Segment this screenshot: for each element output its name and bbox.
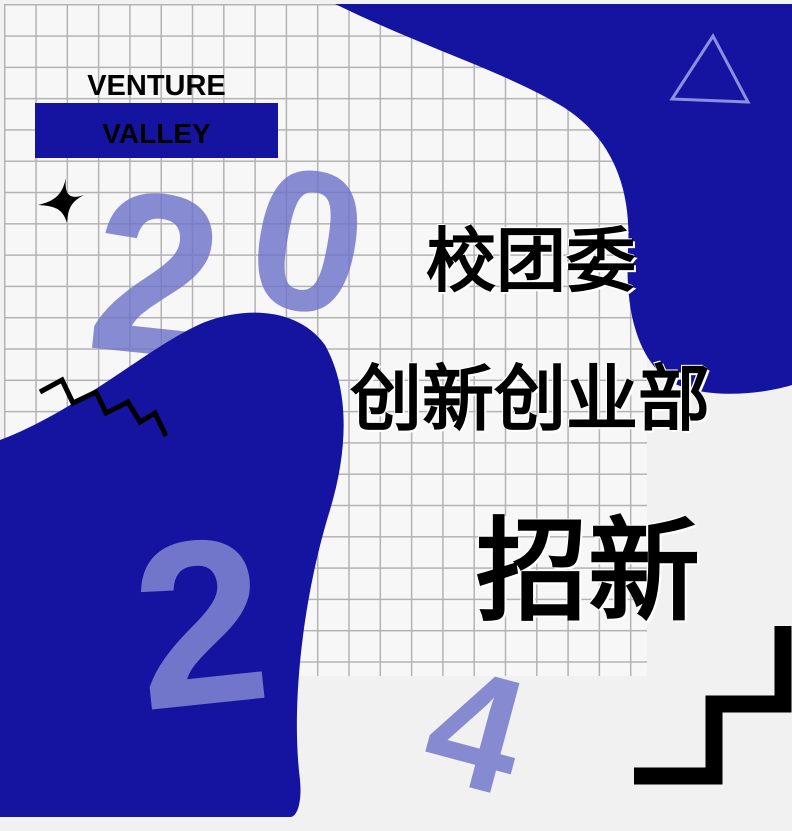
title-line-2: 创新创业部 xyxy=(350,357,711,441)
zigzag-icon xyxy=(38,376,169,438)
brand-valley: VALLEY xyxy=(102,118,211,149)
staircase-icon xyxy=(634,626,792,785)
sparkle-icon xyxy=(38,178,84,223)
digit-2-bottom: 2 xyxy=(121,484,280,761)
title-line-3: 招新 xyxy=(476,507,700,637)
title-line-1: 校团委 xyxy=(426,220,636,302)
top-right-blob xyxy=(335,4,792,394)
brand-venture: VENTURE xyxy=(87,70,226,102)
triangle-outline-icon xyxy=(669,33,751,104)
bottom-left-blob xyxy=(0,312,344,817)
brand-valley-banner: VALLEY xyxy=(35,103,278,158)
